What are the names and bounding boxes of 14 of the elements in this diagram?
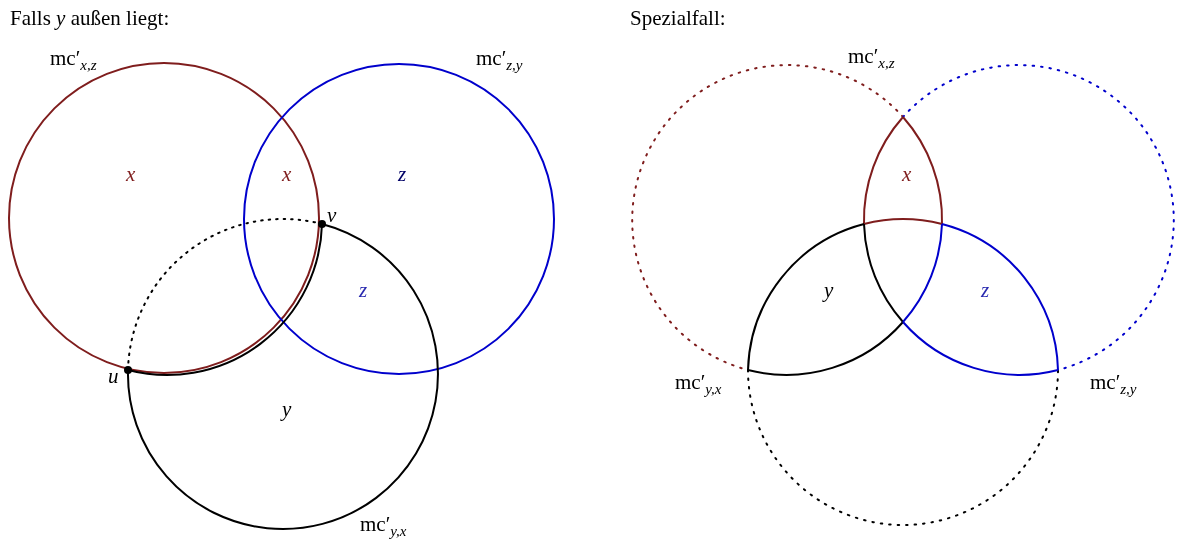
region-label: x bbox=[126, 162, 136, 186]
region-label: x bbox=[902, 162, 912, 186]
region-label: x bbox=[282, 162, 292, 186]
point-label: v bbox=[327, 203, 337, 227]
region-label: y bbox=[824, 278, 834, 302]
region-label: y bbox=[282, 397, 292, 421]
circle-label: mc′$_{x,z}$ bbox=[50, 46, 97, 70]
heading: Falls y außen liegt: bbox=[10, 6, 170, 30]
heading: Spezialfall: bbox=[630, 6, 726, 30]
point-label: u bbox=[108, 364, 119, 388]
region-label: z bbox=[981, 278, 990, 302]
region-label: z bbox=[398, 162, 407, 186]
circle-label: mc′$_{x,z}$ bbox=[848, 44, 895, 68]
region-label: z bbox=[359, 278, 368, 302]
